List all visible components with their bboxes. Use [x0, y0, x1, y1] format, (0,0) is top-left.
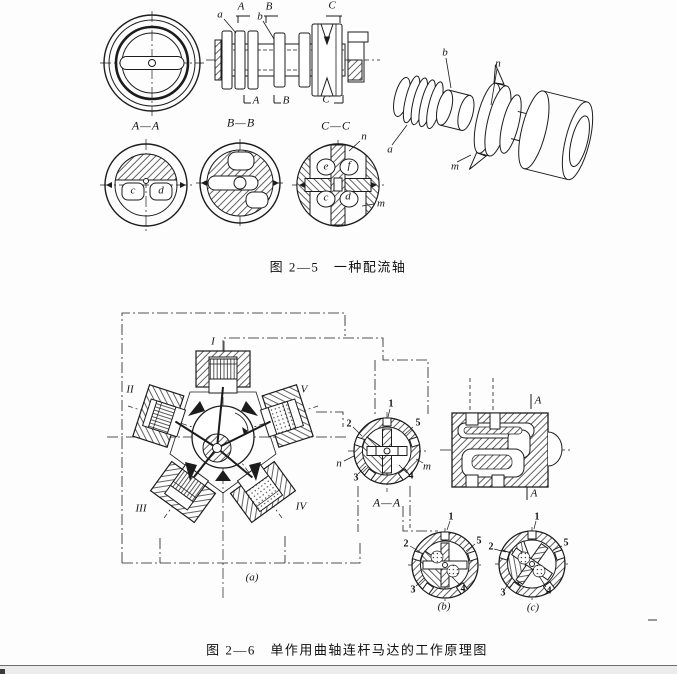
cut-letter-b-top: B	[265, 0, 273, 13]
section-title-aa-fig6: A—A	[372, 495, 402, 510]
figure-2-6-caption: 图 2—6 单作用曲轴连杆马达的工作原理图	[206, 642, 488, 658]
fig5-section-aa	[100, 139, 192, 231]
cylinder-label-iii: III	[135, 502, 147, 515]
cylinder-label-ii: II	[126, 383, 134, 396]
fig5-isometric-view	[391, 57, 594, 181]
part-label-f-cc: f	[347, 159, 351, 172]
port-3-aa: 3	[353, 472, 359, 484]
part-label-m-iso: m	[451, 160, 459, 173]
port-4-c: 4	[546, 585, 552, 597]
part-label-d-cc: d	[345, 190, 351, 203]
window-bottom-edge	[0, 665, 677, 674]
port-label-m: m	[423, 460, 431, 473]
page-edge-mark	[648, 619, 657, 621]
fig5-section-cc	[292, 140, 384, 230]
cut-letter-a-bottom: A	[252, 94, 260, 107]
cut-letter-b-bottom: B	[282, 94, 290, 107]
port-4-b: 4	[460, 583, 466, 595]
port-label-n: n	[336, 457, 342, 470]
port-5-c: 5	[563, 537, 569, 549]
part-label-c-aa: c	[130, 184, 136, 197]
part-label-c-cc: c	[323, 191, 329, 204]
part-label-b-iso: b	[442, 46, 448, 59]
cut-letter-c-bottom: C	[322, 93, 330, 106]
part-label-n-cc: n	[361, 130, 367, 143]
cut-letter-a-top: A	[237, 0, 245, 13]
window-corner-nub	[0, 669, 5, 674]
fig5-end-view	[100, 11, 204, 116]
port-4-aa: 4	[408, 470, 414, 482]
port-3-b: 3	[410, 584, 416, 596]
cylinder-label-iv: IV	[295, 500, 307, 513]
port-5-aa: 5	[415, 417, 421, 429]
subfigure-label-b: (b)	[437, 600, 451, 613]
port-5-b: 5	[476, 535, 482, 547]
fig6-distributor-aa	[343, 408, 426, 492]
port-2-b: 2	[403, 538, 409, 550]
part-label-a-iso: a	[387, 143, 393, 156]
part-label-a: a	[217, 8, 223, 21]
port-2-c: 2	[488, 541, 494, 553]
section-title-cc: C—C	[321, 118, 351, 133]
port-2-aa: 2	[346, 418, 352, 430]
subfigure-label-c: (c)	[526, 601, 540, 614]
cylinder-label-v: V	[300, 383, 308, 396]
section-title-aa: A—A	[131, 118, 161, 133]
subfigure-label-a: (a)	[245, 571, 259, 584]
fig6-star-motor	[107, 340, 347, 598]
cut-letter-a-bottom-fig6: A	[530, 487, 538, 500]
fig5-shaft-side-view	[206, 15, 380, 104]
port-1-b: 1	[448, 511, 454, 523]
cut-letter-a-top-fig6: A	[534, 394, 542, 407]
part-label-b: b	[257, 10, 263, 23]
part-label-m-cc: m	[377, 197, 385, 210]
cut-letter-c-top: C	[328, 0, 336, 12]
port-1-c: 1	[534, 511, 540, 523]
part-label-n-iso: n	[495, 57, 501, 70]
part-label-e-cc: e	[323, 160, 329, 173]
fig6-piping	[121, 312, 438, 564]
figure-2-5-caption: 图 2—5 一种配流轴	[269, 259, 407, 275]
fig6-subfigure-b	[408, 520, 482, 602]
port-1-aa: 1	[388, 398, 394, 410]
part-label-d-aa: d	[158, 184, 164, 197]
section-title-bb: B—B	[226, 115, 256, 130]
fig5-section-bb	[196, 139, 284, 227]
port-3-c: 3	[500, 587, 506, 599]
fig6-longitudinal-section	[440, 378, 572, 500]
cylinder-label-i: I	[211, 335, 215, 348]
fig6-subfigure-c	[493, 520, 569, 601]
